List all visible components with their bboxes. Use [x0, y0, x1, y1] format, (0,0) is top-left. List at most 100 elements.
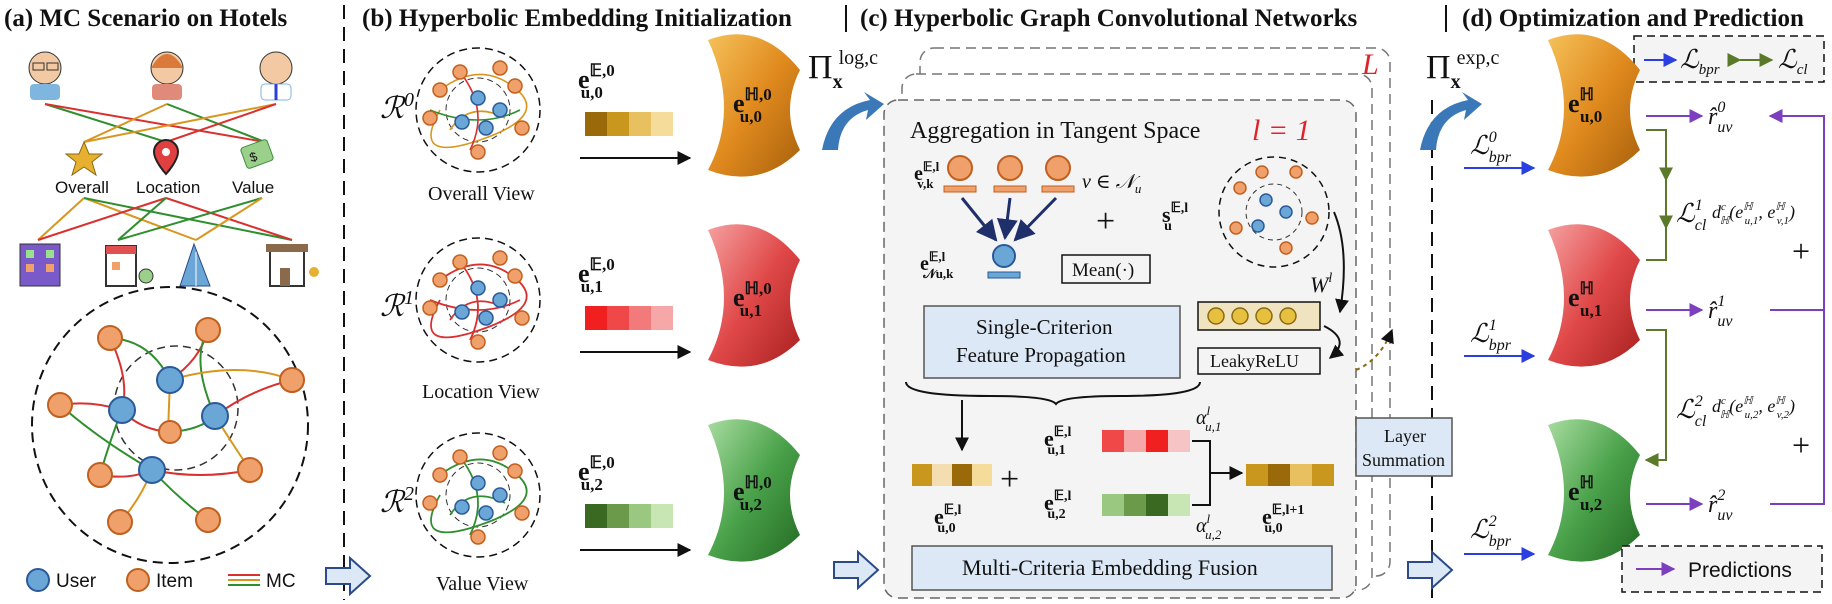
distance-plus-1: +: [1792, 233, 1810, 269]
fusion-box: [911, 545, 1333, 591]
user-avatar-icon: [28, 51, 62, 100]
view-R0: ℛ0: [380, 89, 414, 125]
brace: [905, 381, 1201, 406]
graph-outer-circle: [31, 286, 309, 564]
flow-arrow-icon: [833, 549, 880, 591]
hotel-icon: [105, 245, 154, 287]
panel-c: Πxlog,c L Aggregation in Tangent Space l…: [808, 47, 1499, 599]
view-label-overall: Overall View: [428, 183, 535, 205]
aggregation-title: Aggregation in Tangent Space: [910, 118, 1200, 144]
legend-mc: MC: [266, 571, 296, 592]
final-shape-overall: [1548, 34, 1640, 177]
single-criterion-box: [923, 305, 1181, 379]
embed-bar-value: [585, 504, 673, 528]
hotel-icon: [266, 244, 319, 287]
neighbor-set-label: v ∈ 𝒩u: [1082, 171, 1142, 196]
self-graph-circle: [1218, 156, 1330, 268]
criterion-location: Location: [136, 178, 200, 197]
criterion-overall: Overall: [55, 178, 109, 197]
item-nodes: [47, 317, 305, 535]
aggregated-user-node: [992, 244, 1016, 268]
price-tag-icon: $: [240, 139, 274, 169]
hyperbolic-shape-location: [708, 224, 800, 367]
embed-bar-overall: [585, 112, 673, 136]
view-label-value: Value View: [436, 573, 529, 595]
user-legend-marker: [26, 568, 50, 592]
predictions-label: Predictions: [1688, 559, 1792, 582]
fusion-join: [1192, 440, 1242, 506]
item-legend-marker: [126, 568, 150, 592]
embed-bar-location: [585, 306, 673, 330]
distance-plus-2: +: [1792, 427, 1810, 463]
leakyrelu-label: LeakyReLU: [1210, 351, 1299, 371]
single-criterion-line1: Single-Criterion: [976, 315, 1113, 339]
user-avatar-icon: [259, 51, 293, 101]
layer-count-L: L: [1361, 48, 1379, 81]
hotel-icon: [19, 243, 61, 287]
location-pin-icon: [152, 138, 180, 176]
panel-a: $ Overall Location Value: [19, 51, 319, 592]
flow-arrow-icon: [1407, 549, 1454, 591]
single-criterion-line2: Feature Propagation: [956, 343, 1126, 367]
view-label-location: Location View: [422, 381, 540, 403]
legend-cl: ℒcl: [1778, 45, 1808, 78]
exp-map-label: Πxexp,c: [1426, 47, 1499, 93]
layer-index: l = 1: [1252, 114, 1311, 147]
hyperbolic-shape-value: [708, 419, 800, 562]
final-shape-value: [1548, 419, 1640, 562]
legend-item: Item: [156, 571, 193, 592]
log-map-label: Πxlog,c: [808, 47, 878, 93]
user-avatar-icon: [150, 51, 184, 100]
hyperbolic-shape-overall: [708, 34, 800, 177]
title-c: (c) Hyperbolic Graph Convolutional Netwo…: [860, 5, 1357, 32]
layer-summation-line2: Summation: [1362, 450, 1445, 470]
view-R2: ℛ2: [380, 483, 414, 519]
title-d: (d) Optimization and Prediction: [1462, 5, 1804, 32]
layer-summation-box: [1355, 417, 1453, 477]
title-a: (a) MC Scenario on Hotels: [4, 5, 288, 32]
hotel-icon: [179, 242, 211, 287]
title-b: (b) Hyperbolic Embedding Initialization: [362, 5, 792, 32]
fusion-value-bar: [1102, 494, 1190, 516]
fusion-plus: +: [1000, 461, 1019, 498]
leakyrelu-box: [1197, 347, 1321, 375]
panel-b: ℛ0 Overall View ℛ1 Location View ℛ2 Valu…: [380, 34, 800, 595]
view-R1: ℛ1: [380, 287, 414, 323]
neighbor-item-nodes: [947, 155, 1071, 181]
fusion-title: Multi-Criteria Embedding Fusion: [962, 555, 1258, 580]
mean-box: [1061, 254, 1151, 284]
mean-label: Mean(·): [1072, 260, 1134, 281]
legend-user: User: [56, 571, 97, 592]
fusion-output-bar: [1246, 464, 1334, 486]
exp-map-arrow-icon: [1420, 92, 1482, 150]
weight-label: Wl: [1310, 271, 1332, 297]
flow-arrow-icon: [325, 555, 372, 597]
fusion-overall-bar: [912, 464, 992, 486]
